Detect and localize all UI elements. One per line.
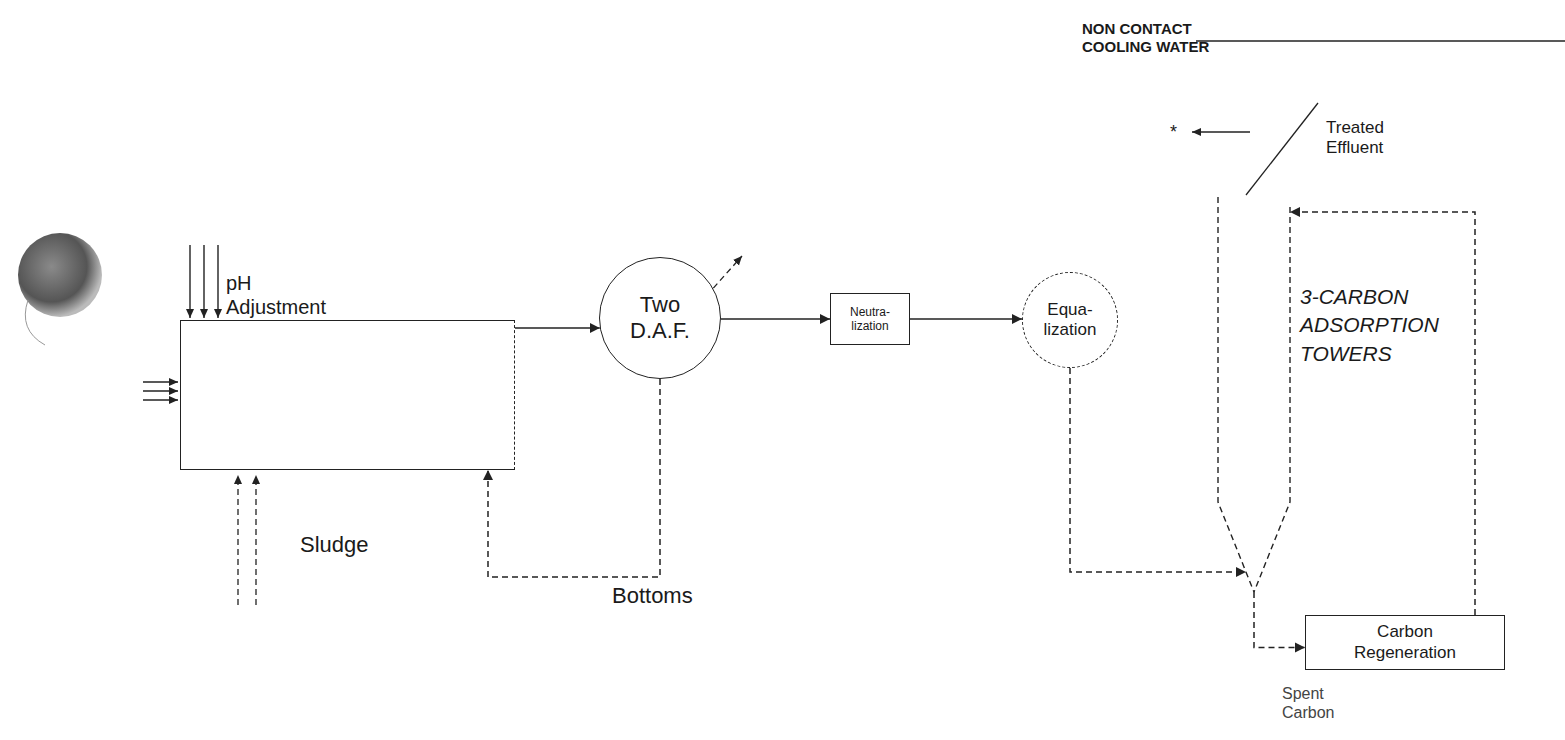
node-text: Carbon Regeneration bbox=[1330, 622, 1480, 663]
flow-connector bbox=[910, 318, 1022, 320]
node-text: pH Adjustment bbox=[226, 271, 346, 319]
stream-label: Sludge bbox=[300, 532, 390, 558]
note-mark: * bbox=[1170, 122, 1184, 144]
process-box: Neutra- lization bbox=[830, 293, 910, 345]
node-text: Neutra- lization bbox=[844, 305, 896, 334]
flow-connector bbox=[1070, 368, 1246, 572]
daf-circle: Two D.A.F. bbox=[599, 257, 721, 379]
tower-outline bbox=[1218, 197, 1290, 592]
tank-box: pH Adjustment bbox=[180, 320, 515, 470]
flow-connector bbox=[721, 318, 830, 320]
edge-label: Spent Carbon bbox=[1282, 684, 1344, 722]
flow-connector bbox=[1290, 212, 1475, 615]
node-text: Two D.A.F. bbox=[620, 292, 700, 345]
tower-wall bbox=[1218, 197, 1290, 592]
flow-connector bbox=[515, 327, 600, 329]
node-text: 3-CARBON ADSORPTION TOWERS bbox=[1300, 283, 1460, 368]
process-box: Carbon Regeneration bbox=[1305, 615, 1505, 670]
node-text: Equa- lization bbox=[1039, 300, 1101, 341]
feed-symbol bbox=[18, 233, 102, 345]
tower-shape: 3-CARBON ADSORPTION TOWERS bbox=[1218, 197, 1290, 592]
equalization-circle: Equa- lization bbox=[1022, 272, 1118, 368]
stream-label: Treated Effluent bbox=[1326, 118, 1426, 159]
flow-connector bbox=[1254, 592, 1305, 648]
stream-label: NON CONTACT COOLING WATER bbox=[1082, 20, 1222, 56]
effluent-lines bbox=[1192, 41, 1565, 195]
edge-label: Bottoms bbox=[612, 583, 732, 609]
